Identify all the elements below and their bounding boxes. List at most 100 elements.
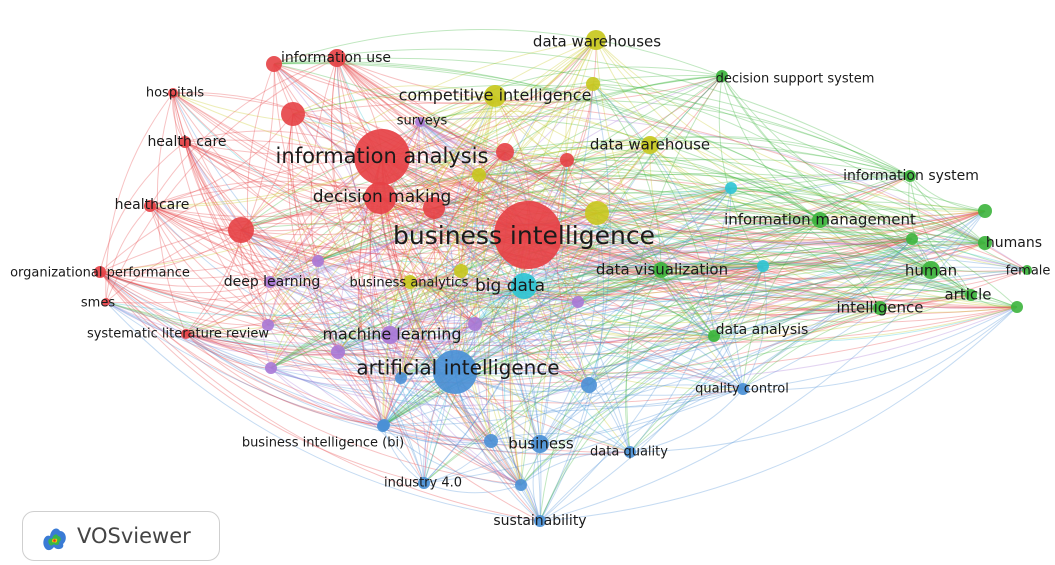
node-health-care[interactable]: [179, 136, 191, 148]
node-intelligence[interactable]: [873, 301, 887, 315]
label-data-visualization[interactable]: data visualization: [596, 261, 728, 279]
label-decision-support-system[interactable]: decision support system: [716, 72, 875, 87]
node-information-use[interactable]: [328, 49, 346, 67]
label-smes[interactable]: smes: [81, 296, 115, 311]
node-business-analytics[interactable]: [403, 275, 417, 289]
label-information-use[interactable]: information use: [281, 50, 391, 66]
label-information-system[interactable]: information system: [843, 168, 979, 184]
node-organizational-performance[interactable]: [94, 266, 106, 278]
node-smes[interactable]: [102, 298, 110, 306]
label-hospitals[interactable]: hospitals: [146, 86, 205, 101]
label-big-data[interactable]: big data: [475, 276, 545, 296]
label-business-intelligence[interactable]: business intelligence: [393, 221, 655, 250]
node-artificial-intelligence[interactable]: [433, 350, 477, 394]
label-business-analytics[interactable]: business analytics: [350, 276, 469, 291]
label-sustainability[interactable]: sustainability: [493, 513, 586, 529]
link: [423, 159, 568, 484]
node-data-visualization[interactable]: [653, 262, 669, 278]
link: [566, 156, 821, 221]
link: [389, 306, 1018, 379]
label-deep-learning[interactable]: deep learning: [224, 274, 321, 290]
link: [423, 83, 594, 484]
label-intelligence[interactable]: intelligence: [836, 299, 923, 317]
link: [99, 271, 744, 404]
link: [172, 92, 242, 231]
link: [149, 205, 986, 285]
node-surveys[interactable]: [415, 117, 425, 127]
label-information-management[interactable]: information management: [724, 211, 916, 229]
label-data-quality[interactable]: data quality: [590, 445, 668, 460]
link: [172, 92, 269, 326]
link: [383, 187, 732, 426]
node-business-intelligence-bi[interactable]: [377, 420, 389, 432]
link: [383, 265, 764, 426]
link: [626, 75, 723, 453]
link: [336, 57, 480, 176]
label-humans[interactable]: humans: [986, 235, 1042, 251]
label-competitive-intelligence[interactable]: competitive intelligence: [399, 86, 592, 105]
link: [629, 269, 932, 453]
link: [523, 284, 715, 337]
node-decision-making[interactable]: [364, 182, 396, 214]
label-data-warehouse[interactable]: data warehouse: [590, 136, 710, 154]
link: [317, 75, 723, 262]
label-organizational-performance[interactable]: organizational performance: [10, 266, 190, 281]
node-competitive-intelligence[interactable]: [484, 85, 506, 107]
label-information-analysis[interactable]: information analysis: [276, 144, 489, 168]
link: [292, 113, 590, 386]
cluster-bubble: [265, 362, 277, 374]
label-health-care[interactable]: health care: [147, 134, 226, 150]
label-female[interactable]: female: [1006, 264, 1051, 279]
label-healthcare[interactable]: healthcare: [115, 197, 190, 213]
link: [267, 324, 541, 445]
link: [185, 333, 272, 369]
node-information-analysis[interactable]: [354, 129, 410, 185]
link: [419, 121, 913, 245]
node-article[interactable]: [965, 289, 977, 301]
node-deep-learning[interactable]: [264, 276, 276, 288]
node-quality-control[interactable]: [737, 383, 749, 395]
label-systematic-literature-review[interactable]: systematic literature review: [87, 327, 269, 342]
node-healthcare[interactable]: [144, 200, 156, 212]
node-hospitals[interactable]: [168, 88, 178, 98]
node-humans[interactable]: [978, 236, 992, 250]
node-big-data[interactable]: [511, 273, 537, 299]
node-business[interactable]: [531, 435, 549, 453]
label-quality-control[interactable]: quality control: [695, 382, 789, 397]
node-data-warehouses[interactable]: [586, 30, 606, 50]
label-artificial-intelligence[interactable]: artificial intelligence: [356, 356, 559, 380]
node-data-quality[interactable]: [624, 446, 636, 458]
link: [389, 323, 476, 339]
node-information-system[interactable]: [904, 170, 916, 182]
link: [99, 271, 525, 318]
label-article[interactable]: article: [944, 286, 991, 304]
label-decision-making[interactable]: decision making: [313, 187, 452, 207]
link: [269, 260, 525, 287]
link: [240, 168, 986, 244]
link: [184, 141, 541, 445]
label-surveys[interactable]: surveys: [397, 114, 448, 129]
node-data-analysis[interactable]: [708, 330, 720, 342]
node-decision-support-system[interactable]: [716, 70, 728, 82]
node-female[interactable]: [1022, 265, 1032, 275]
label-data-analysis[interactable]: data analysis: [716, 322, 809, 338]
link: [433, 147, 911, 209]
node-data-warehouse[interactable]: [641, 136, 659, 154]
link: [433, 207, 476, 325]
label-data-warehouses[interactable]: data warehouses: [533, 33, 661, 51]
link: [149, 205, 456, 373]
label-industry-4-0[interactable]: industry 4.0: [384, 476, 462, 491]
label-business[interactable]: business: [508, 435, 574, 453]
label-human[interactable]: human: [905, 262, 957, 280]
link: [419, 117, 821, 221]
label-machine-learning[interactable]: machine learning: [322, 325, 461, 344]
link: [331, 57, 391, 336]
node-sustainability[interactable]: [534, 515, 546, 527]
node-human[interactable]: [922, 261, 940, 279]
label-business-intelligence-bi[interactable]: business intelligence (bi): [242, 436, 404, 451]
node-information-management[interactable]: [812, 212, 828, 228]
node-machine-learning[interactable]: [381, 326, 399, 344]
node-industry-4-0[interactable]: [418, 477, 430, 489]
node-systematic-literature-review[interactable]: [181, 329, 191, 339]
node-business-intelligence[interactable]: [494, 201, 562, 269]
